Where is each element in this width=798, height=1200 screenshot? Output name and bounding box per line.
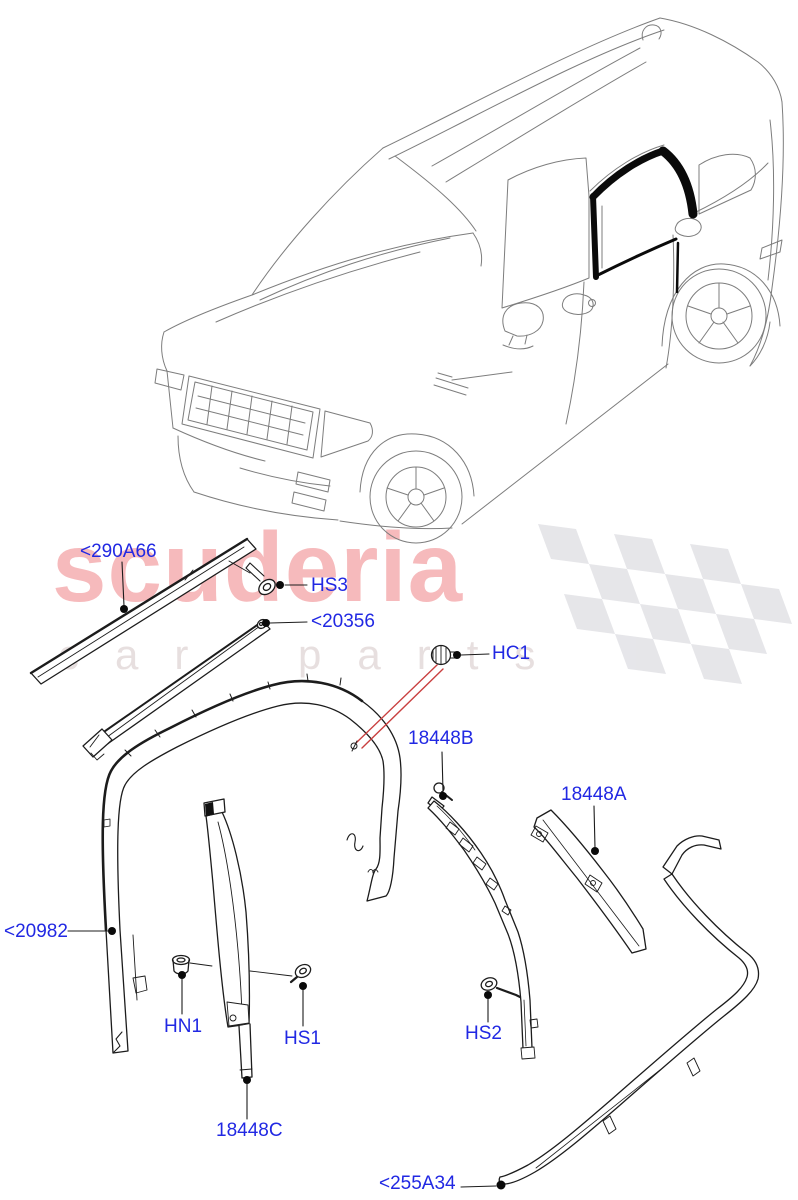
part-label-HS2[interactable]: HS2 — [465, 1023, 502, 1044]
part-label-290A66[interactable]: <290A66 — [80, 541, 157, 562]
part-label-HS1[interactable]: HS1 — [284, 1028, 321, 1049]
callout-dots — [108, 581, 599, 1190]
highlighted-window-frame — [589, 146, 698, 294]
fastener-HS2-screw — [480, 977, 522, 999]
part-290A66-drawing — [29, 537, 257, 685]
part-label-HN1[interactable]: HN1 — [164, 1016, 203, 1037]
part-label-HS3[interactable]: HS3 — [311, 575, 348, 596]
part-18448B-drawing — [427, 782, 539, 1060]
leader-lines — [67, 561, 596, 1188]
part-18448C-drawing — [203, 798, 253, 1079]
fastener-HS1-screw — [289, 963, 312, 984]
exploded-parts — [29, 537, 760, 1185]
part-label-18448B[interactable]: 18448B — [408, 728, 474, 749]
part-255A34-drawing — [498, 835, 760, 1185]
vehicle-illustration — [154, 17, 784, 544]
part-label-255A34[interactable]: <255A34 — [379, 1173, 456, 1194]
fastener-HN1-nut — [171, 954, 293, 977]
part-label-20356[interactable]: <20356 — [311, 611, 375, 632]
part-20356-drawing — [82, 618, 271, 761]
part-label-20982[interactable]: <20982 — [4, 921, 68, 942]
red-leader-lines — [355, 664, 444, 749]
part-label-18448A[interactable]: 18448A — [561, 784, 627, 805]
part-18448A-drawing — [530, 809, 647, 954]
fastener-HS3-screw — [228, 560, 276, 596]
part-label-HC1[interactable]: HC1 — [492, 643, 531, 664]
clip-position-mark — [350, 740, 358, 752]
watermark-brand: scuderia — [52, 512, 464, 622]
part-20982-drawing — [101, 673, 402, 1054]
part-label-18448C[interactable]: 18448C — [216, 1120, 283, 1141]
fastener-HC1-clip — [430, 644, 458, 666]
checkered-flag-watermark — [538, 524, 792, 684]
